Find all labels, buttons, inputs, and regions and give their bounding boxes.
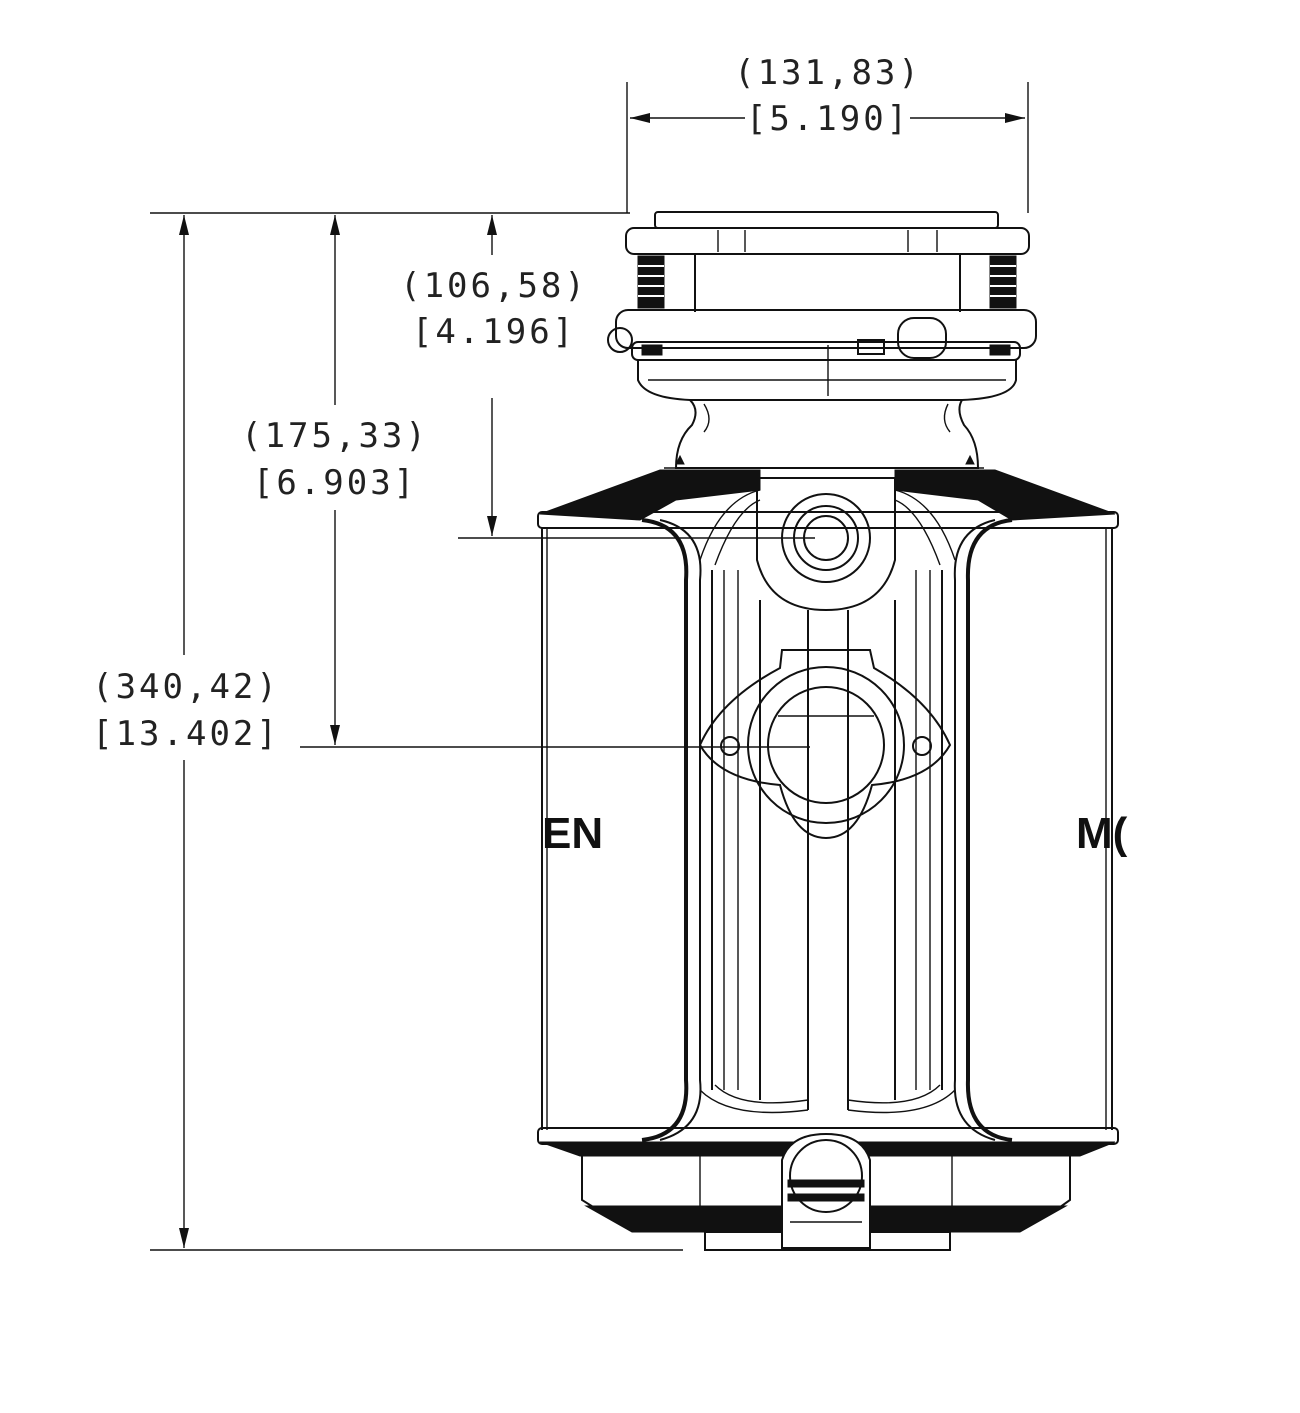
- overall-height-mm-label: (340,42): [92, 667, 280, 707]
- inlet-depth-mm-label: (106,58): [400, 266, 588, 306]
- body-lettering-right: M(: [1076, 809, 1128, 858]
- mounting-assembly: [607, 211, 1037, 401]
- disposer-unit: EN M(: [537, 211, 1128, 1251]
- width-in-label: [5.190]: [746, 99, 910, 139]
- width-mm-label: (131,83): [734, 53, 922, 93]
- discharge-outlet: [698, 649, 952, 840]
- hopper-neck: [664, 399, 984, 469]
- outlet-depth-mm-label: (175,33): [241, 416, 429, 456]
- mounting-bolt-right: [989, 255, 1017, 309]
- inlet-depth-in-label: [4.196]: [412, 312, 576, 352]
- body-lettering-left: EN: [542, 809, 603, 858]
- dishwasher-inlet: [756, 477, 896, 612]
- body-lettering: EN M(: [542, 809, 1128, 858]
- motor-housing: [541, 489, 1113, 1142]
- overall-height-in-label: [13.402]: [92, 714, 280, 754]
- housing-top-band: [537, 469, 1119, 529]
- dimension-labels: (131,83) [5.190] (106,58) [4.196] (175,3…: [92, 53, 922, 754]
- dimension-lines: [150, 82, 1029, 1251]
- mounting-bolt-left: [637, 255, 665, 309]
- outlet-depth-in-label: [6.903]: [253, 463, 417, 503]
- reset-button-boss: [781, 1132, 871, 1249]
